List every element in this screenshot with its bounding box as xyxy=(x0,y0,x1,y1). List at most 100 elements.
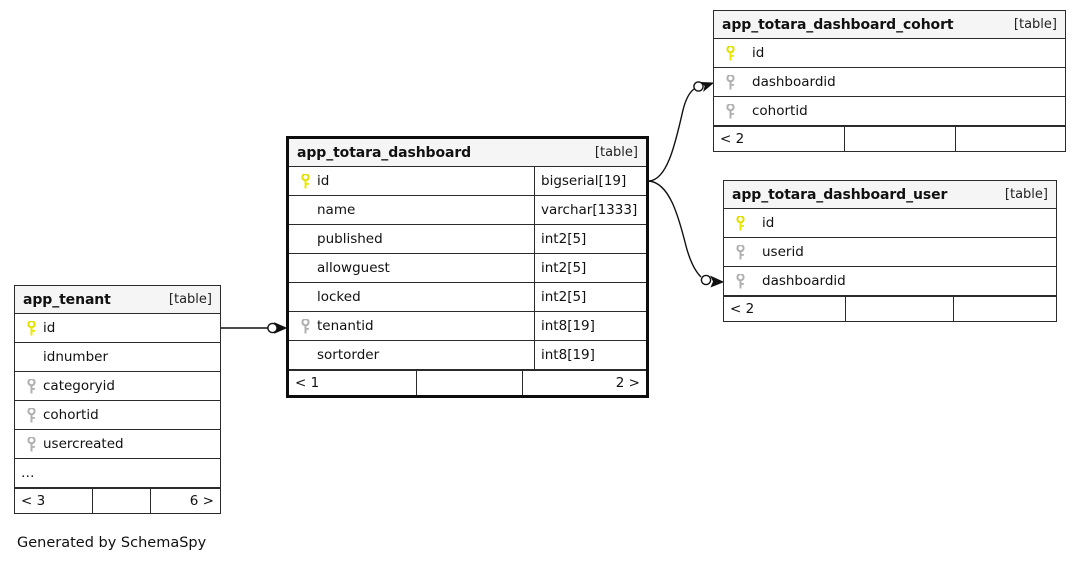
column-name: sortorder xyxy=(317,347,380,363)
relationship-dashboard-user xyxy=(648,180,725,288)
table-row[interactable]: id xyxy=(724,209,1056,238)
table-row[interactable]: locked int2[5] xyxy=(289,283,646,312)
column-name: allowguest xyxy=(317,260,390,276)
footer-spacer xyxy=(93,489,151,513)
incoming-relationship-count[interactable]: < 2 xyxy=(724,297,846,321)
column-name: cohortid xyxy=(752,103,808,119)
column-cell: id xyxy=(289,167,534,195)
table-footer: < 1 2 > xyxy=(289,370,646,395)
incoming-relationship-count[interactable]: < 1 xyxy=(289,371,417,395)
table-header-app-totara-dashboard-cohort: app_totara_dashboard_cohort [table] xyxy=(714,11,1065,39)
incoming-relationship-count[interactable]: < 2 xyxy=(714,127,845,151)
foreign-key-icon xyxy=(22,436,41,452)
foreign-key-icon xyxy=(721,74,740,90)
table-row[interactable]: tenantid int8[19] xyxy=(289,312,646,341)
column-name: id xyxy=(762,215,775,231)
foreign-key-icon xyxy=(22,378,41,394)
footer-spacer xyxy=(417,371,523,395)
column-cell: categoryid xyxy=(15,372,220,400)
table-row[interactable]: userid xyxy=(724,238,1056,267)
column-cell: cohortid xyxy=(15,401,220,429)
outgoing-relationship-count[interactable]: 2 > xyxy=(615,375,640,391)
table-title: app_totara_dashboard_cohort xyxy=(722,16,954,33)
foreign-key-icon xyxy=(22,407,41,423)
column-cell: idnumber xyxy=(15,343,220,371)
table-row[interactable]: dashboardid xyxy=(714,68,1065,97)
column-cell: locked xyxy=(289,283,534,311)
column-type: int8[19] xyxy=(534,312,646,340)
incoming-relationship-count[interactable]: < 3 xyxy=(15,489,93,513)
table-row[interactable]: id xyxy=(15,314,220,343)
table-app-totara-dashboard[interactable]: app_totara_dashboard [table] id bigseria… xyxy=(286,136,649,398)
column-name: usercreated xyxy=(43,436,124,452)
table-row[interactable]: cohortid xyxy=(15,401,220,430)
column-cell: id xyxy=(724,209,1056,237)
footer-spacer xyxy=(845,127,956,151)
column-type: int2[5] xyxy=(534,283,646,311)
table-title: app_tenant xyxy=(23,291,111,308)
column-cell: dashboardid xyxy=(724,267,1056,295)
foreign-key-icon xyxy=(296,318,315,334)
foreign-key-icon xyxy=(731,244,750,260)
outgoing-relationship-count[interactable] xyxy=(954,297,1056,321)
table-row[interactable]: allowguest int2[5] xyxy=(289,254,646,283)
table-header-app-tenant: app_tenant [table] xyxy=(15,286,220,314)
table-row[interactable]: name varchar[1333] xyxy=(289,196,646,225)
table-kind-label: [table] xyxy=(168,292,212,307)
foreign-key-icon xyxy=(721,103,740,119)
table-row[interactable]: usercreated xyxy=(15,430,220,459)
column-name: locked xyxy=(317,289,361,305)
table-footer: < 2 xyxy=(724,296,1056,321)
table-row[interactable]: idnumber xyxy=(15,343,220,372)
column-cell: usercreated xyxy=(15,430,220,458)
table-row[interactable]: categoryid xyxy=(15,372,220,401)
relationship-tenant-dashboard xyxy=(221,322,288,334)
more-columns-indicator: … xyxy=(21,465,36,481)
table-header-app-totara-dashboard: app_totara_dashboard [table] xyxy=(289,139,646,167)
column-cell: cohortid xyxy=(714,97,1065,125)
column-name: cohortid xyxy=(43,407,99,423)
table-row[interactable]: published int2[5] xyxy=(289,225,646,254)
column-type: int2[5] xyxy=(534,254,646,282)
column-name: name xyxy=(317,202,356,218)
column-name: published xyxy=(317,231,383,247)
table-title: app_totara_dashboard_user xyxy=(732,186,948,203)
table-row[interactable]: dashboardid xyxy=(724,267,1056,296)
generated-by-label: Generated by SchemaSpy xyxy=(17,535,207,551)
column-name: id xyxy=(43,320,56,336)
column-cell: sortorder xyxy=(289,341,534,369)
table-title: app_totara_dashboard xyxy=(297,144,472,161)
outgoing-relationship-count[interactable]: 6 > xyxy=(189,493,214,509)
table-row-more[interactable]: … xyxy=(15,459,220,488)
column-name: dashboardid xyxy=(752,74,836,90)
table-app-totara-dashboard-user[interactable]: app_totara_dashboard_user [table] id use… xyxy=(723,180,1057,322)
column-name: categoryid xyxy=(43,378,115,394)
column-cell: id xyxy=(714,39,1065,67)
column-name: dashboardid xyxy=(762,273,846,289)
outgoing-relationship-count[interactable] xyxy=(956,127,1065,151)
column-cell: userid xyxy=(724,238,1056,266)
table-row[interactable]: sortorder int8[19] xyxy=(289,341,646,370)
column-name: userid xyxy=(762,244,804,260)
primary-key-icon xyxy=(22,320,41,336)
table-kind-label: [table] xyxy=(594,145,638,160)
column-type: int8[19] xyxy=(534,341,646,369)
column-cell: allowguest xyxy=(289,254,534,282)
column-type: varchar[1333] xyxy=(534,196,646,224)
table-footer: < 3 6 > xyxy=(15,488,220,513)
table-row[interactable]: id bigserial[19] xyxy=(289,167,646,196)
table-app-totara-dashboard-cohort[interactable]: app_totara_dashboard_cohort [table] id d… xyxy=(713,10,1066,152)
column-type: int2[5] xyxy=(534,225,646,253)
primary-key-icon xyxy=(731,215,750,231)
column-cell: name xyxy=(289,196,534,224)
table-app-tenant[interactable]: app_tenant [table] id idnumber cate xyxy=(14,285,221,514)
table-footer: < 2 xyxy=(714,126,1065,151)
relationship-dashboard-cohort xyxy=(648,81,715,182)
column-name: idnumber xyxy=(43,349,109,365)
footer-spacer xyxy=(846,297,954,321)
column-name: tenantid xyxy=(317,318,374,334)
column-name: id xyxy=(317,173,330,189)
table-row[interactable]: id xyxy=(714,39,1065,68)
table-row[interactable]: cohortid xyxy=(714,97,1065,126)
